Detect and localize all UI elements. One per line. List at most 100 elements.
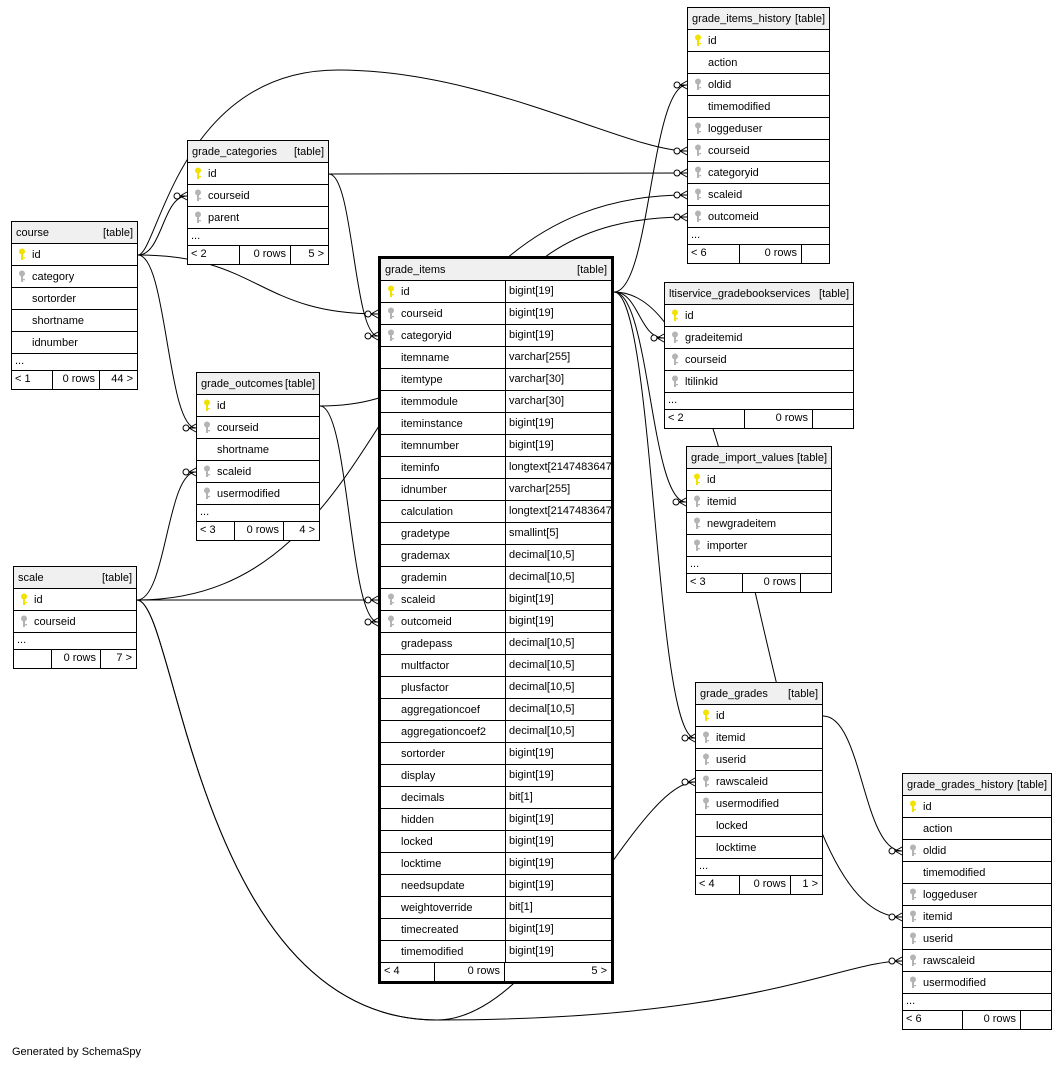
children-count[interactable]: 1 > — [802, 878, 818, 890]
column-row[interactable]: importer — [687, 535, 831, 557]
parents-count[interactable]: < 1 — [12, 371, 53, 389]
column-row[interactable]: idnumber — [12, 332, 137, 354]
table-header[interactable]: scale [table] — [14, 567, 136, 589]
column-row[interactable]: timemodified — [903, 862, 1051, 884]
children-count[interactable] — [813, 410, 853, 428]
table-header[interactable]: grade_outcomes [table] — [197, 373, 319, 395]
children-count[interactable]: 7 > — [116, 652, 132, 664]
more-columns-row[interactable]: ... — [197, 505, 319, 522]
more-columns-row[interactable]: ... — [188, 229, 328, 246]
column-row[interactable]: outcomeid bigint[19] — [381, 611, 611, 633]
column-row[interactable]: id — [665, 305, 853, 327]
column-row[interactable]: usermodified — [903, 972, 1051, 994]
column-row[interactable]: itemname varchar[255] — [381, 347, 611, 369]
more-columns-row[interactable]: ... — [696, 859, 822, 876]
column-row[interactable]: courseid — [688, 140, 829, 162]
column-row[interactable]: iteminfo longtext[2147483647] — [381, 457, 615, 479]
table-scale[interactable]: scale [table] id courseid ... 0 rows 7 > — [13, 566, 137, 669]
table-header[interactable]: grade_items [table] — [381, 259, 611, 281]
column-row[interactable]: id — [12, 244, 137, 266]
children-count[interactable]: 44 > — [111, 373, 133, 385]
parents-count[interactable]: < 6 — [688, 245, 740, 263]
children-count[interactable]: 4 > — [299, 524, 315, 536]
column-row[interactable]: locktime — [696, 837, 822, 859]
column-row[interactable]: itemid — [696, 727, 822, 749]
column-row[interactable]: iteminstance bigint[19] — [381, 413, 611, 435]
column-row[interactable]: locked — [696, 815, 822, 837]
column-row[interactable]: grademax decimal[10,5] — [381, 545, 611, 567]
column-row[interactable]: itemtype varchar[30] — [381, 369, 611, 391]
column-row[interactable]: outcomeid — [688, 206, 829, 228]
column-row[interactable]: plusfactor decimal[10,5] — [381, 677, 611, 699]
children-count[interactable] — [801, 574, 831, 592]
column-row[interactable]: itemnumber bigint[19] — [381, 435, 611, 457]
table-grade-outcomes[interactable]: grade_outcomes [table] id courseid short… — [196, 372, 320, 541]
column-row[interactable]: timemodified bigint[19] — [381, 941, 611, 963]
column-row[interactable]: timemodified — [688, 96, 829, 118]
column-row[interactable]: aggregationcoef2 decimal[10,5] — [381, 721, 611, 743]
children-count[interactable] — [800, 245, 829, 263]
column-row[interactable]: shortname — [12, 310, 137, 332]
column-row[interactable]: id — [197, 395, 319, 417]
column-row[interactable]: courseid — [665, 349, 853, 371]
more-columns-row[interactable]: ... — [665, 393, 853, 410]
parents-count[interactable]: < 6 — [903, 1011, 963, 1029]
parents-count[interactable]: < 4 — [381, 963, 435, 981]
parents-count[interactable]: < 3 — [687, 574, 743, 592]
column-row[interactable]: scaleid — [197, 461, 319, 483]
table-header[interactable]: grade_items_history [table] — [688, 8, 829, 30]
column-row[interactable]: gradetype smallint[5] — [381, 523, 611, 545]
column-row[interactable]: id — [687, 469, 831, 491]
column-row[interactable]: idnumber varchar[255] — [381, 479, 611, 501]
table-grade-grades-history[interactable]: grade_grades_history [table] id action o… — [902, 773, 1052, 1030]
column-row[interactable]: id — [688, 30, 829, 52]
column-row[interactable]: gradeitemid — [665, 327, 853, 349]
column-row[interactable]: categoryid — [688, 162, 829, 184]
table-grade-import-values[interactable]: grade_import_values [table] id itemid ne… — [686, 446, 832, 593]
column-row[interactable]: timecreated bigint[19] — [381, 919, 611, 941]
column-row[interactable]: locked bigint[19] — [381, 831, 611, 853]
column-row[interactable]: gradepass decimal[10,5] — [381, 633, 611, 655]
column-row[interactable]: id bigint[19] — [381, 281, 611, 303]
more-columns-row[interactable]: ... — [688, 228, 829, 245]
table-ltiservice-gradebookservices[interactable]: ltiservice_gradebookservices [table] id … — [664, 282, 854, 429]
column-row[interactable]: calculation longtext[2147483647] — [381, 501, 615, 523]
more-columns-row[interactable]: ... — [14, 633, 136, 650]
column-row[interactable]: aggregationcoef decimal[10,5] — [381, 699, 611, 721]
column-row[interactable]: usermodified — [197, 483, 319, 505]
column-row[interactable]: action — [903, 818, 1051, 840]
table-header[interactable]: grade_import_values [table] — [687, 447, 831, 469]
column-row[interactable]: courseid bigint[19] — [381, 303, 611, 325]
column-row[interactable]: userid — [903, 928, 1051, 950]
column-row[interactable]: parent — [188, 207, 328, 229]
column-row[interactable]: loggeduser — [688, 118, 829, 140]
more-columns-row[interactable]: ... — [687, 557, 831, 574]
column-row[interactable]: id — [188, 163, 328, 185]
column-row[interactable]: multfactor decimal[10,5] — [381, 655, 611, 677]
column-row[interactable]: oldid — [903, 840, 1051, 862]
column-row[interactable]: display bigint[19] — [381, 765, 611, 787]
parents-count[interactable]: < 2 — [188, 246, 240, 264]
parents-count[interactable] — [14, 650, 52, 668]
parents-count[interactable]: < 4 — [696, 876, 740, 894]
column-row[interactable]: action — [688, 52, 829, 74]
column-row[interactable]: scaleid — [688, 184, 829, 206]
children-count[interactable]: 5 > — [308, 248, 324, 260]
column-row[interactable]: weightoverride bit[1] — [381, 897, 611, 919]
column-row[interactable]: courseid — [14, 611, 136, 633]
column-row[interactable]: itemid — [903, 906, 1051, 928]
table-header[interactable]: ltiservice_gradebookservices [table] — [665, 283, 853, 305]
table-grade-categories[interactable]: grade_categories [table] id courseid par… — [187, 140, 329, 265]
column-row[interactable]: ltilinkid — [665, 371, 853, 393]
column-row[interactable]: id — [696, 705, 822, 727]
column-row[interactable]: scaleid bigint[19] — [381, 589, 611, 611]
table-grade-grades[interactable]: grade_grades [table] id itemid userid — [695, 682, 823, 895]
table-course[interactable]: course [table] id category sortorder sho… — [11, 221, 138, 390]
column-row[interactable]: courseid — [197, 417, 319, 439]
column-row[interactable]: hidden bigint[19] — [381, 809, 611, 831]
more-columns-row[interactable]: ... — [903, 994, 1051, 1011]
column-row[interactable]: categoryid bigint[19] — [381, 325, 611, 347]
table-grade-items[interactable]: grade_items [table] id bigint[19] course… — [378, 256, 615, 984]
column-row[interactable]: locktime bigint[19] — [381, 853, 611, 875]
table-header[interactable]: course [table] — [12, 222, 137, 244]
